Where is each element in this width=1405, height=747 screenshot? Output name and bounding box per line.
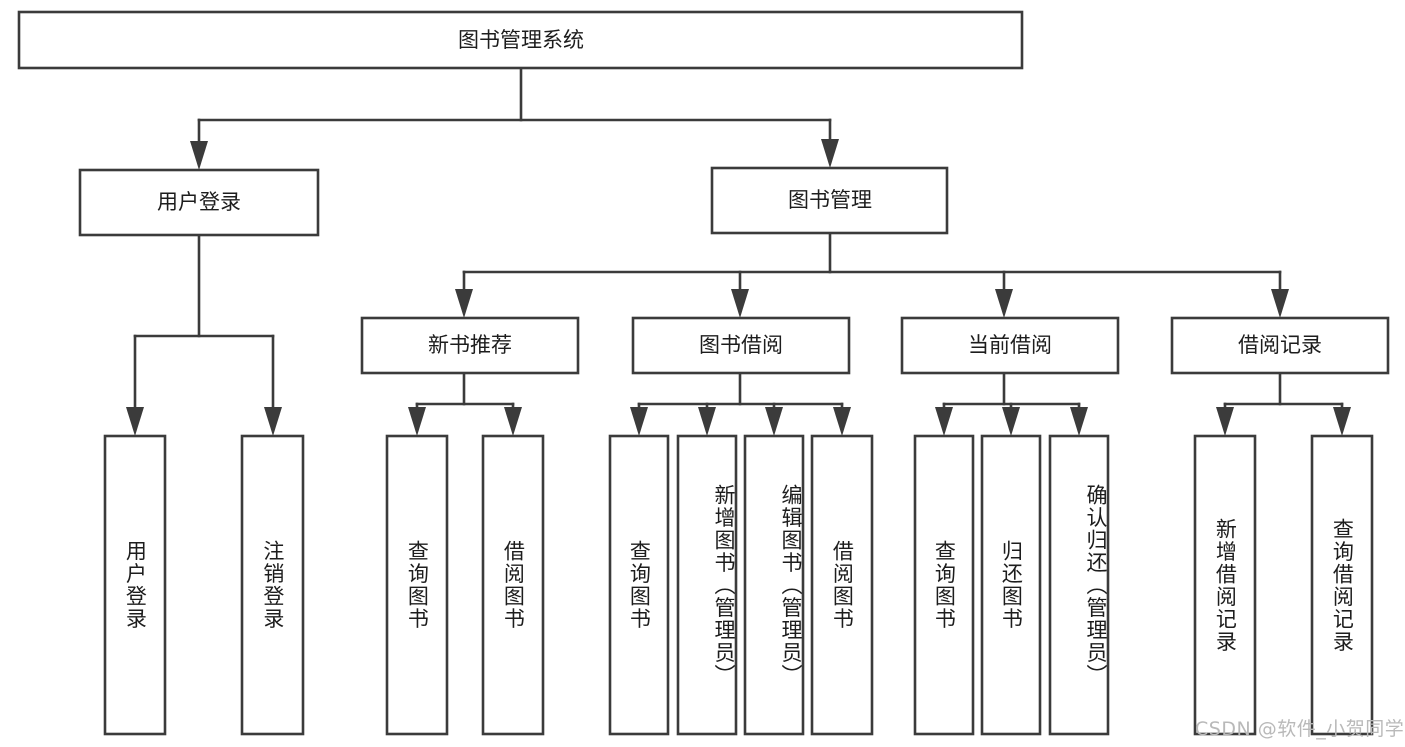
arrow-head-current-borrow <box>995 289 1013 318</box>
connector-layer <box>126 66 1351 436</box>
node-box-leaf-add-book-admin[interactable] <box>676 434 738 736</box>
node-box-current-borrow[interactable] <box>900 316 1120 375</box>
node-box-leaf-query-borrow-record[interactable] <box>1310 434 1374 736</box>
arrow-head-leaf-user-logout <box>264 407 282 436</box>
node-label-book-manage: 图书管理 <box>788 188 872 212</box>
node-label-current-borrow: 当前借阅 <box>968 333 1052 357</box>
node-box-borrow-record[interactable] <box>1170 316 1390 375</box>
arrow-head-leaf-query-book-1 <box>408 407 426 436</box>
node-label-user-login: 用户登录 <box>157 190 241 214</box>
arrow-head-leaf-edit-book-admin <box>765 407 783 436</box>
node-box-leaf-borrow-book-2[interactable] <box>810 434 874 736</box>
arrow-head-book-manage <box>821 139 839 168</box>
node-box-user-login[interactable] <box>78 168 320 237</box>
node-box-leaf-confirm-return-admin[interactable] <box>1048 434 1110 736</box>
csdn-watermark: CSDN @软件_小贺同学 <box>1195 718 1405 740</box>
node-box-leaf-borrow-book-1[interactable] <box>481 434 545 736</box>
arrow-head-leaf-borrow-book-2 <box>833 407 851 436</box>
node-label-book-borrow: 图书借阅 <box>699 333 783 357</box>
node-box-leaf-user-logout[interactable] <box>240 434 305 736</box>
node-box-book-manage[interactable] <box>710 166 949 235</box>
node-box-book-borrow[interactable] <box>631 316 851 375</box>
node-box-leaf-query-book-3[interactable] <box>913 434 975 736</box>
arrow-head-user-login <box>190 141 208 170</box>
arrow-head-leaf-return-book <box>1002 407 1020 436</box>
arrow-head-leaf-confirm-return-admin <box>1070 407 1088 436</box>
arrow-head-leaf-add-borrow-record <box>1216 407 1234 436</box>
node-label-new-book-recommend: 新书推荐 <box>428 333 512 357</box>
arrow-head-new-book-recommend <box>455 289 473 318</box>
node-label-root: 图书管理系统 <box>458 28 584 52</box>
arrow-head-book-borrow <box>731 289 749 318</box>
node-box-leaf-user-login[interactable] <box>103 434 167 736</box>
arrow-head-leaf-query-book-2 <box>630 407 648 436</box>
node-box-leaf-edit-book-admin[interactable] <box>743 434 805 736</box>
node-box-leaf-add-borrow-record[interactable] <box>1193 434 1257 736</box>
arrow-head-leaf-query-book-3 <box>935 407 953 436</box>
node-layer: 图书管理系统 用户登录 图书管理 新书推荐 图书借阅 当前借阅 借阅记录 <box>17 10 1390 736</box>
node-box-leaf-return-book[interactable] <box>980 434 1042 736</box>
node-box-leaf-query-book-2[interactable] <box>608 434 670 736</box>
arrow-head-leaf-user-login <box>126 407 144 436</box>
node-box-leaf-query-book-1[interactable] <box>385 434 449 736</box>
arrow-head-leaf-query-borrow-record <box>1333 407 1351 436</box>
arrow-head-leaf-borrow-book-1 <box>504 407 522 436</box>
node-box-root[interactable] <box>17 10 1024 70</box>
arrow-head-borrow-record <box>1271 289 1289 318</box>
arrow-head-leaf-add-book-admin <box>698 407 716 436</box>
node-label-borrow-record: 借阅记录 <box>1238 333 1322 357</box>
node-box-new-book-recommend[interactable] <box>360 316 580 375</box>
